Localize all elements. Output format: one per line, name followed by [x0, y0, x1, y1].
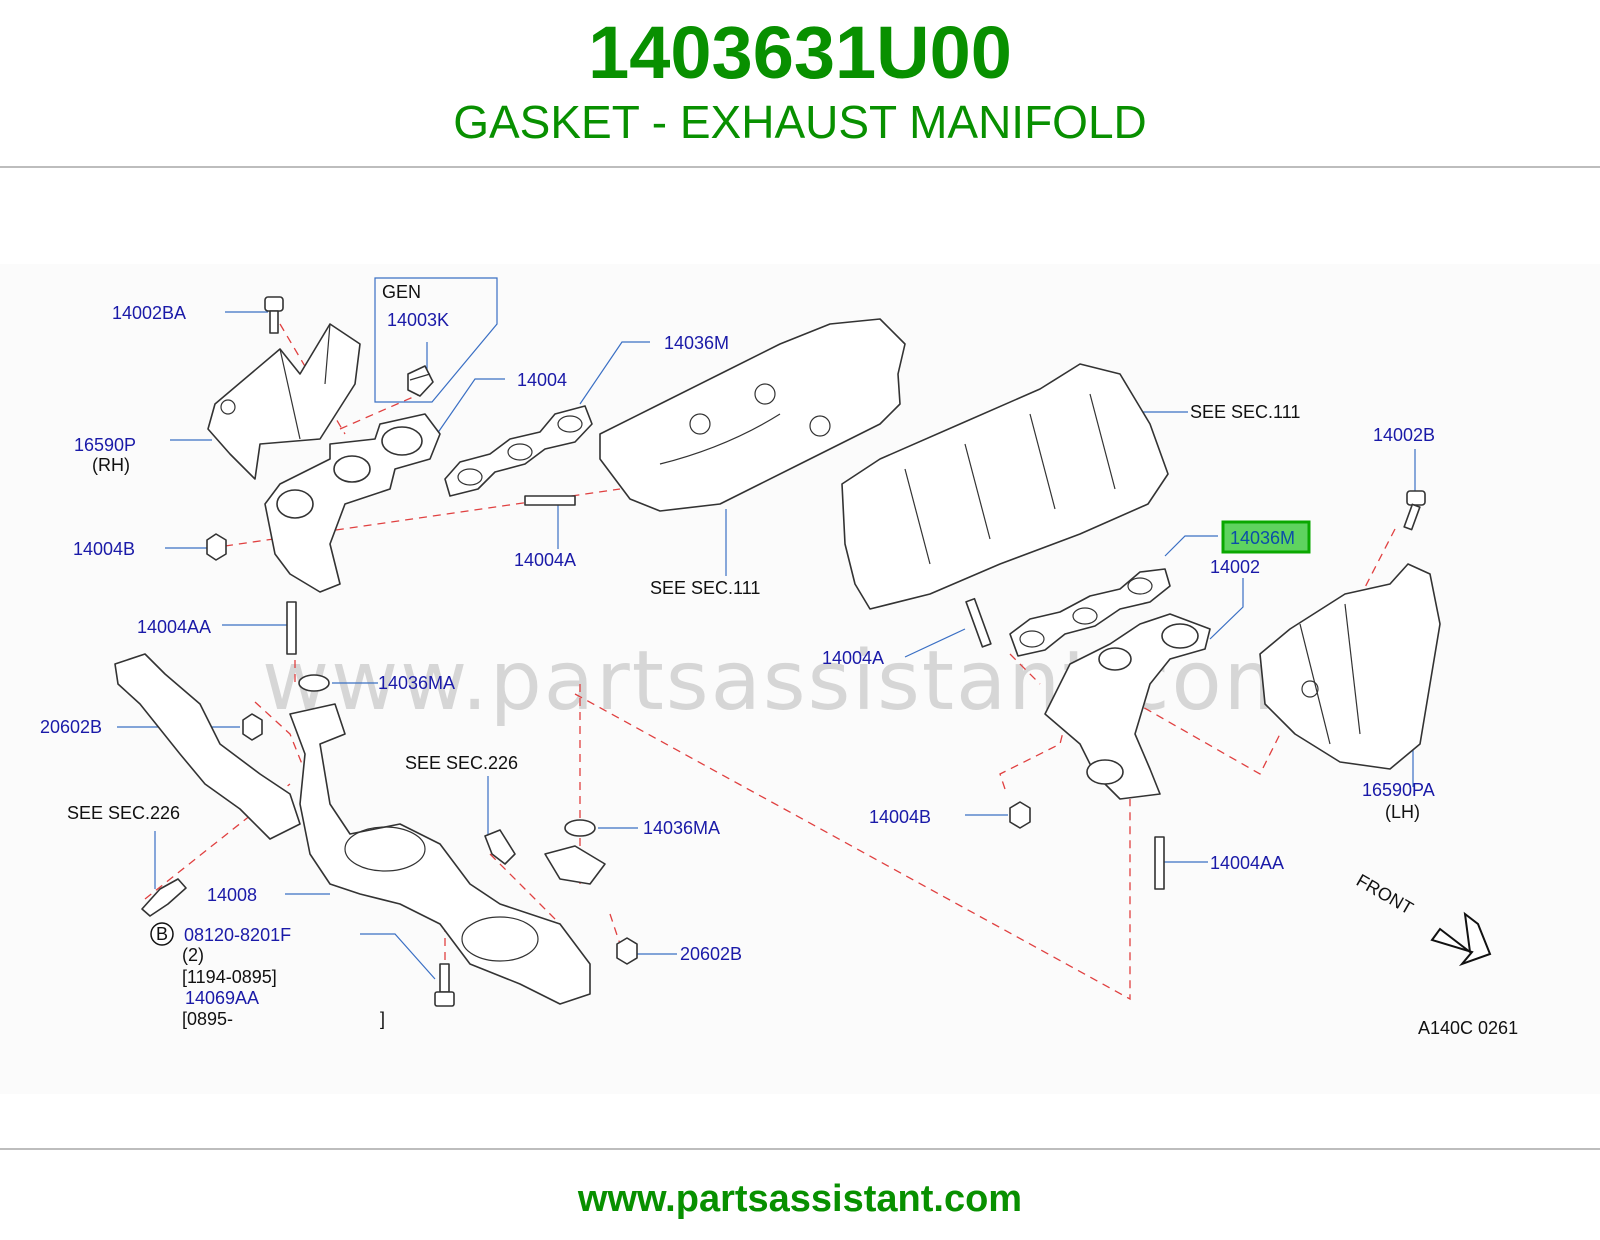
cylinder-head-lh [841, 363, 1169, 610]
callout-20602b-left[interactable]: 20602B [40, 717, 102, 737]
gasket-rh [444, 405, 593, 497]
callout-14008[interactable]: 14008 [207, 885, 257, 905]
callout-14036m-highlighted[interactable]: 14036M [1230, 528, 1295, 548]
bolt-14069aa [434, 963, 455, 1007]
callout-14069aa-range-close: ] [380, 1009, 385, 1029]
note-see-sec226-left: SEE SEC.226 [67, 803, 180, 823]
stud-14004a-left [524, 495, 576, 506]
heat-shield-rh [207, 323, 361, 480]
front-label: FRONT [1353, 870, 1417, 918]
stud-14004aa-left [286, 601, 297, 655]
stud-14004aa-right [1154, 836, 1165, 890]
plug-14003k [407, 365, 434, 397]
header: 1403631U00 GASKET - EXHAUST MANIFOLD [0, 0, 1600, 168]
note-see-sec111-mid: SEE SEC.111 [650, 578, 760, 598]
diagram-canvas: www.partsassistant.com [40, 277, 1518, 1038]
callout-14004aa-left[interactable]: 14004AA [137, 617, 211, 637]
exhaust-manifold-lh [1044, 613, 1211, 800]
note-see-sec111-top: SEE SEC.111 [1190, 402, 1300, 422]
footer-url[interactable]: www.partsassistant.com [577, 1178, 1023, 1220]
oring-14036ma-left [298, 674, 330, 692]
gasket-lh [1009, 568, 1171, 657]
nut-14004b-left [206, 533, 227, 561]
part-number: 1403631U00 [588, 11, 1012, 94]
callout-14069aa-range-open: [0895- [182, 1009, 233, 1029]
part-name: GASKET - EXHAUST MANIFOLD [453, 96, 1147, 148]
callout-14002[interactable]: 14002 [1210, 557, 1260, 577]
reference-code: A140C 0261 [1418, 1018, 1518, 1038]
circle-b-badge [150, 922, 174, 946]
callout-16590p-side: (RH) [92, 455, 130, 475]
callout-16590pa[interactable]: 16590PA [1362, 780, 1435, 800]
callout-14004a-left[interactable]: 14004A [514, 550, 576, 570]
nut-14004b-right [1009, 801, 1031, 829]
callout-14036m-top[interactable]: 14036M [664, 333, 729, 353]
parts-diagram: www.partsassistant.com [0, 264, 1600, 1094]
front-arrow-icon [1430, 911, 1492, 967]
callout-14002ba[interactable]: 14002BA [112, 303, 186, 323]
exhaust-manifold-rh [264, 413, 441, 593]
callout-16590p[interactable]: 16590P [74, 435, 136, 455]
callout-14003k[interactable]: 14003K [387, 310, 449, 330]
heat-shield-lh [1259, 563, 1441, 770]
callout-14004b-right[interactable]: 14004B [869, 807, 931, 827]
callout-08120-qty: (2) [182, 945, 204, 965]
callout-16590pa-side: (LH) [1385, 802, 1420, 822]
circle-b-label: B [156, 924, 168, 944]
callout-14069aa[interactable]: 14069AA [185, 988, 259, 1008]
nut-20602b-left [242, 713, 263, 741]
callout-08120-8201f[interactable]: 08120-8201F [184, 925, 291, 945]
nut-20602b-right [616, 937, 638, 965]
callout-20602b-right[interactable]: 20602B [680, 944, 742, 964]
o2-sensor-mid [484, 829, 516, 865]
exhaust-pipe-14008 [114, 653, 606, 1005]
note-see-sec226-mid: SEE SEC.226 [405, 753, 518, 773]
oring-14036ma-right [564, 819, 596, 837]
callout-14004[interactable]: 14004 [517, 370, 567, 390]
highlight-box [1221, 520, 1311, 554]
callout-14002b[interactable]: 14002B [1373, 425, 1435, 445]
header-divider [0, 166, 1600, 168]
callout-14036ma-left[interactable]: 14036MA [378, 673, 455, 693]
callout-14036ma-right[interactable]: 14036MA [643, 818, 720, 838]
footer-divider [0, 1148, 1600, 1150]
callout-14004aa-right[interactable]: 14004AA [1210, 853, 1284, 873]
callout-14004a-right[interactable]: 14004A [822, 648, 884, 668]
stud-14004a-right [965, 597, 992, 648]
cylinder-head-rh [599, 318, 906, 512]
callout-08120-range: [1194-0895] [182, 967, 277, 987]
bolt-14002ba [264, 296, 284, 334]
callout-14004b-left[interactable]: 14004B [73, 539, 135, 559]
bolt-14002b [1403, 490, 1426, 531]
o2-sensor-left [141, 878, 187, 917]
gen-label: GEN [382, 282, 421, 302]
